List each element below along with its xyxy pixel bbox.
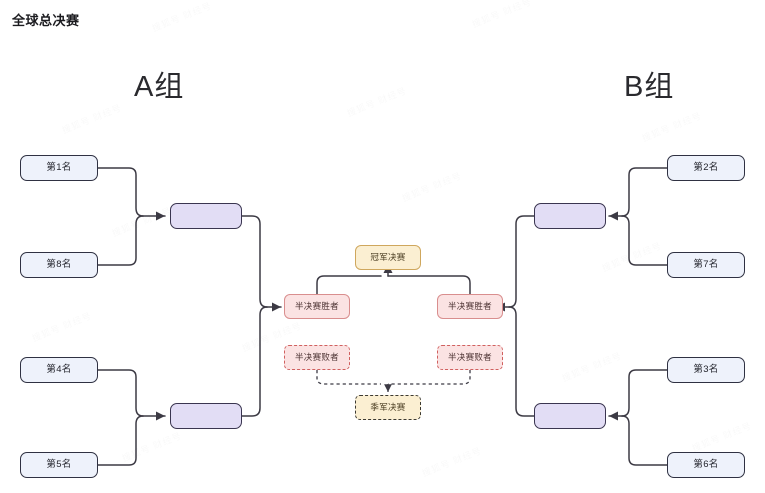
quarterfinal-winner-a2[interactable] [170, 403, 242, 429]
seed-label: 第8名 [46, 259, 72, 271]
semifinal-loser-label: 半决赛败者 [447, 352, 492, 363]
championship-final-node[interactable]: 冠军决赛 [355, 245, 421, 270]
seed-node-1[interactable]: 第1名 [20, 155, 98, 181]
page-title: 全球总决赛 [12, 13, 80, 28]
semifinal-loser-label: 半决赛败者 [294, 352, 339, 363]
seed-node-2[interactable]: 第2名 [667, 155, 745, 181]
seed-label: 第5名 [46, 459, 72, 471]
third-place-match-label: 季军决赛 [370, 402, 406, 413]
quarterfinal-winner-b2[interactable] [534, 403, 606, 429]
seed-label: 第4名 [46, 364, 72, 376]
seed-node-3[interactable]: 第3名 [667, 357, 745, 383]
semifinal-winner-label: 半决赛胜者 [447, 301, 492, 312]
seed-node-8[interactable]: 第8名 [20, 252, 98, 278]
seed-label: 第6名 [693, 459, 719, 471]
seed-node-7[interactable]: 第7名 [667, 252, 745, 278]
quarterfinal-winner-a1[interactable] [170, 203, 242, 229]
seed-node-6[interactable]: 第6名 [667, 452, 745, 478]
group-b-label: B组 [624, 71, 675, 103]
group-a-label: A组 [134, 71, 185, 103]
semifinal-winner-right-node[interactable]: 半决赛胜者 [437, 294, 503, 319]
semifinal-loser-left-node[interactable]: 半决赛败者 [284, 345, 350, 370]
semifinal-winner-left-node[interactable]: 半决赛胜者 [284, 294, 350, 319]
seed-label: 第1名 [46, 162, 72, 174]
seed-node-5[interactable]: 第5名 [20, 452, 98, 478]
seed-label: 第2名 [693, 162, 719, 174]
semifinal-loser-right-node[interactable]: 半决赛败者 [437, 345, 503, 370]
championship-final-label: 冠军决赛 [370, 252, 406, 263]
seed-label: 第7名 [693, 259, 719, 271]
seed-node-4[interactable]: 第4名 [20, 357, 98, 383]
semifinal-winner-label: 半决赛胜者 [294, 301, 339, 312]
seed-label: 第3名 [693, 364, 719, 376]
third-place-match-node[interactable]: 季军决赛 [355, 395, 421, 420]
quarterfinal-winner-b1[interactable] [534, 203, 606, 229]
